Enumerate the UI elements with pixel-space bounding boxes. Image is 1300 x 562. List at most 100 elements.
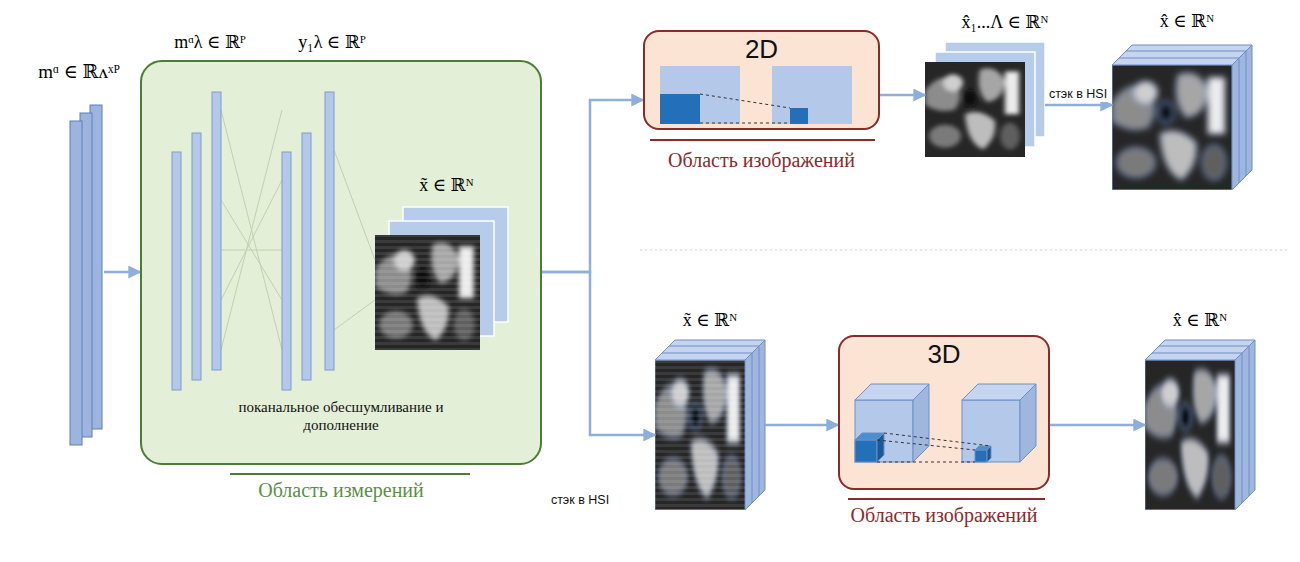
math-label: mᵅλ ∈ ℝᴾ <box>174 32 246 54</box>
domain-heading: Область измерений <box>258 478 424 502</box>
network-lines <box>221 110 375 350</box>
net-line <box>221 180 282 300</box>
image-picture <box>655 360 745 510</box>
image-stack: x̂₁...Λ ∈ ℝᴺ <box>925 42 1045 157</box>
text-slot: 2D <box>645 34 878 65</box>
flow-arrow <box>542 100 643 272</box>
math-label: x̂ ∈ ℝᴺ <box>1160 11 1215 33</box>
conv-3d-art <box>855 384 1036 462</box>
layer-bar <box>325 92 334 370</box>
math-label: x̃ ∈ ℝᴺ <box>683 310 738 332</box>
net-line <box>221 110 282 350</box>
feature-map <box>660 66 740 124</box>
heading-underline <box>230 473 470 475</box>
box-fill <box>838 335 1050 490</box>
cube-face <box>855 400 913 462</box>
layer-bar <box>302 133 311 380</box>
image-picture <box>1145 360 1235 510</box>
projection-line <box>877 462 975 463</box>
kernel-cube <box>855 440 877 462</box>
cube-face <box>1112 45 1252 65</box>
net-line <box>221 250 282 251</box>
hsi-cube: x̃ ∈ ℝᴺ <box>655 340 765 510</box>
text-slot: стэк в HSI <box>1043 84 1113 102</box>
text-slot: стэк в HSI <box>530 490 630 508</box>
text-slot: x̂₁...Λ ∈ ℝᴺ <box>935 12 1075 34</box>
feature-map <box>772 66 852 124</box>
slice-line <box>1119 58 1239 59</box>
input-stack: mᵅ ∈ ℝᴧˣᴾ <box>70 105 104 445</box>
cube-face <box>1020 384 1036 462</box>
measurement-domain-box: поканальное обесшумливание и дополнениеО… <box>140 60 542 465</box>
flow-arrow <box>542 272 655 435</box>
hsi-cube-art <box>1145 340 1255 510</box>
net-line <box>334 300 375 330</box>
kernel-patch <box>790 108 808 124</box>
slice-line <box>1159 346 1249 347</box>
text-slot: x̃ ∈ ℝᴺ <box>655 310 765 332</box>
box-fill <box>140 60 542 465</box>
flow-arrow <box>104 271 140 274</box>
math-label: x̃ ∈ ℝᴺ <box>419 175 474 197</box>
projection-line <box>877 440 975 450</box>
hsi-cube-art <box>1112 45 1252 190</box>
edge-label: стэк в HSI <box>1047 87 1109 102</box>
kernel-cube <box>975 450 987 462</box>
cube-face <box>913 384 929 462</box>
math-label: mᵅ ∈ ℝᴧˣᴾ <box>38 61 119 84</box>
math-label: x̂ ∈ ℝᴺ <box>1173 310 1228 332</box>
projection-line <box>700 123 790 124</box>
slice-line <box>662 353 752 354</box>
domain-heading: Область изображений <box>851 503 1038 527</box>
kernel-cube <box>877 433 884 462</box>
slice-line <box>752 353 753 503</box>
math-label: y₁λ ∈ ℝᴾ <box>298 32 365 54</box>
kernel-cube <box>987 446 991 462</box>
layer-bar <box>192 133 201 380</box>
text-slot: x̂ ∈ ℝᴺ <box>1132 11 1242 33</box>
text-slot: поканальное обесшумливание и дополнение <box>200 398 482 434</box>
image-stack-art <box>925 42 1045 157</box>
heading-underline <box>848 498 1045 500</box>
projection-line <box>884 433 991 446</box>
heading-underline <box>650 139 875 141</box>
box-caption: поканальное обесшумливание и дополнение <box>200 398 482 434</box>
noise-overlay <box>375 235 480 350</box>
image-picture <box>925 62 1025 157</box>
projection-line <box>700 94 790 108</box>
hsi-cube-art <box>655 340 765 510</box>
kernel-patch <box>660 94 700 124</box>
input-bars <box>70 105 102 445</box>
conv-2d-art <box>660 66 852 124</box>
image-picture <box>375 235 480 350</box>
flow-arrow <box>1050 424 1145 427</box>
noise-overlay <box>655 360 745 510</box>
net-line <box>221 200 282 300</box>
text-slot: x̂ ∈ ℝᴺ <box>1145 310 1255 332</box>
slice-line <box>1242 353 1243 503</box>
cube-face <box>962 400 1020 462</box>
slice-line <box>1246 51 1247 176</box>
image-domain-box: 2DОбласть изображений <box>643 30 880 130</box>
text-slot: Область изображений <box>645 148 878 172</box>
text-slot: mᵅλ ∈ ℝᴾ <box>145 32 275 54</box>
box-title: 3D <box>927 339 960 370</box>
network-bars <box>172 92 334 390</box>
cube-face <box>1232 45 1252 190</box>
slice-line <box>1126 51 1246 52</box>
domain-heading: Область изображений <box>668 148 855 172</box>
slice-line <box>759 346 760 496</box>
text-slot: Область изображений <box>840 503 1048 527</box>
flow-arrow <box>765 424 838 427</box>
net-line <box>334 150 375 260</box>
cube-face <box>1235 340 1255 510</box>
slice-line <box>669 346 759 347</box>
box-fill <box>643 30 880 130</box>
hsi-cube: x̂ ∈ ℝᴺ <box>1145 340 1255 510</box>
image-stack-art <box>375 207 508 350</box>
separator-line <box>640 250 1290 251</box>
edge-label: стэк в HSI <box>549 493 611 508</box>
hsi-cube: x̂ ∈ ℝᴺ <box>1112 45 1252 190</box>
